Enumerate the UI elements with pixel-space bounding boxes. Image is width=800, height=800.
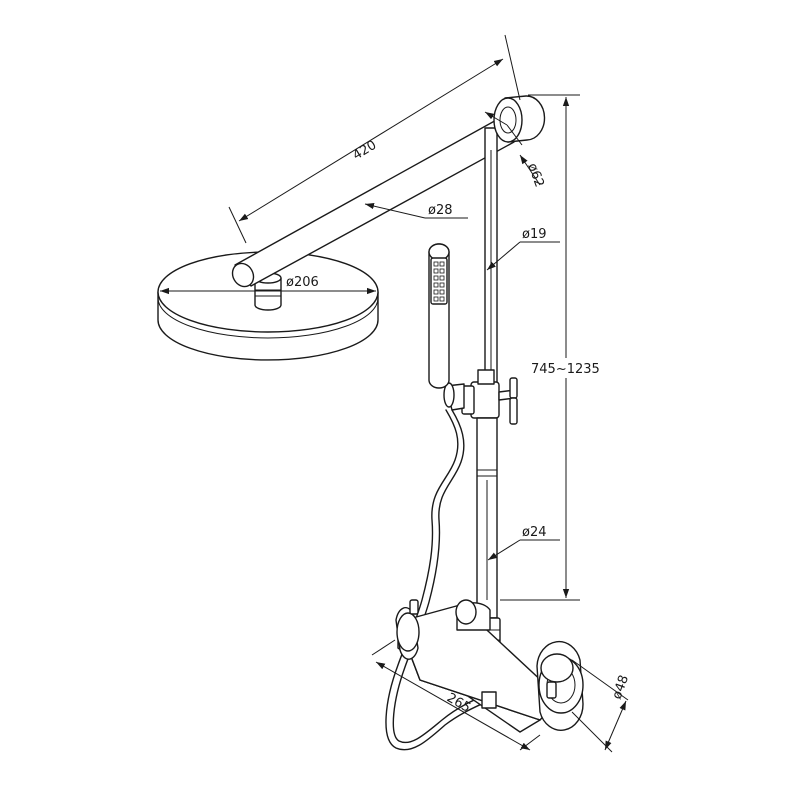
height-range-label: 745~1235 bbox=[531, 362, 600, 377]
dimension-lower-rail-diameter: ø24 bbox=[487, 525, 560, 561]
dimension-arm-diameter: ø28 bbox=[364, 202, 468, 219]
arm-length-label: 420 bbox=[350, 138, 379, 164]
handle-diameter-label: ø48 bbox=[610, 673, 632, 701]
arm-diameter-label: ø28 bbox=[428, 203, 453, 218]
head-diameter-label: ø206 bbox=[286, 275, 319, 290]
arm-bracket bbox=[493, 95, 546, 143]
dimension-upper-rail-diameter: ø19 bbox=[486, 227, 560, 271]
upper-rail-diameter-label: ø19 bbox=[522, 227, 547, 242]
dimension-height-range: 745~1235 bbox=[500, 94, 604, 601]
bracket-diameter-label: ø62 bbox=[524, 161, 546, 189]
hand-shower bbox=[428, 243, 450, 389]
spray-nozzles bbox=[433, 261, 445, 302]
upper-rail bbox=[484, 127, 498, 389]
mixer-valve bbox=[395, 599, 584, 733]
dimension-head-diameter: ø206 bbox=[160, 275, 376, 295]
lower-rail-diameter-label: ø24 bbox=[522, 525, 547, 540]
